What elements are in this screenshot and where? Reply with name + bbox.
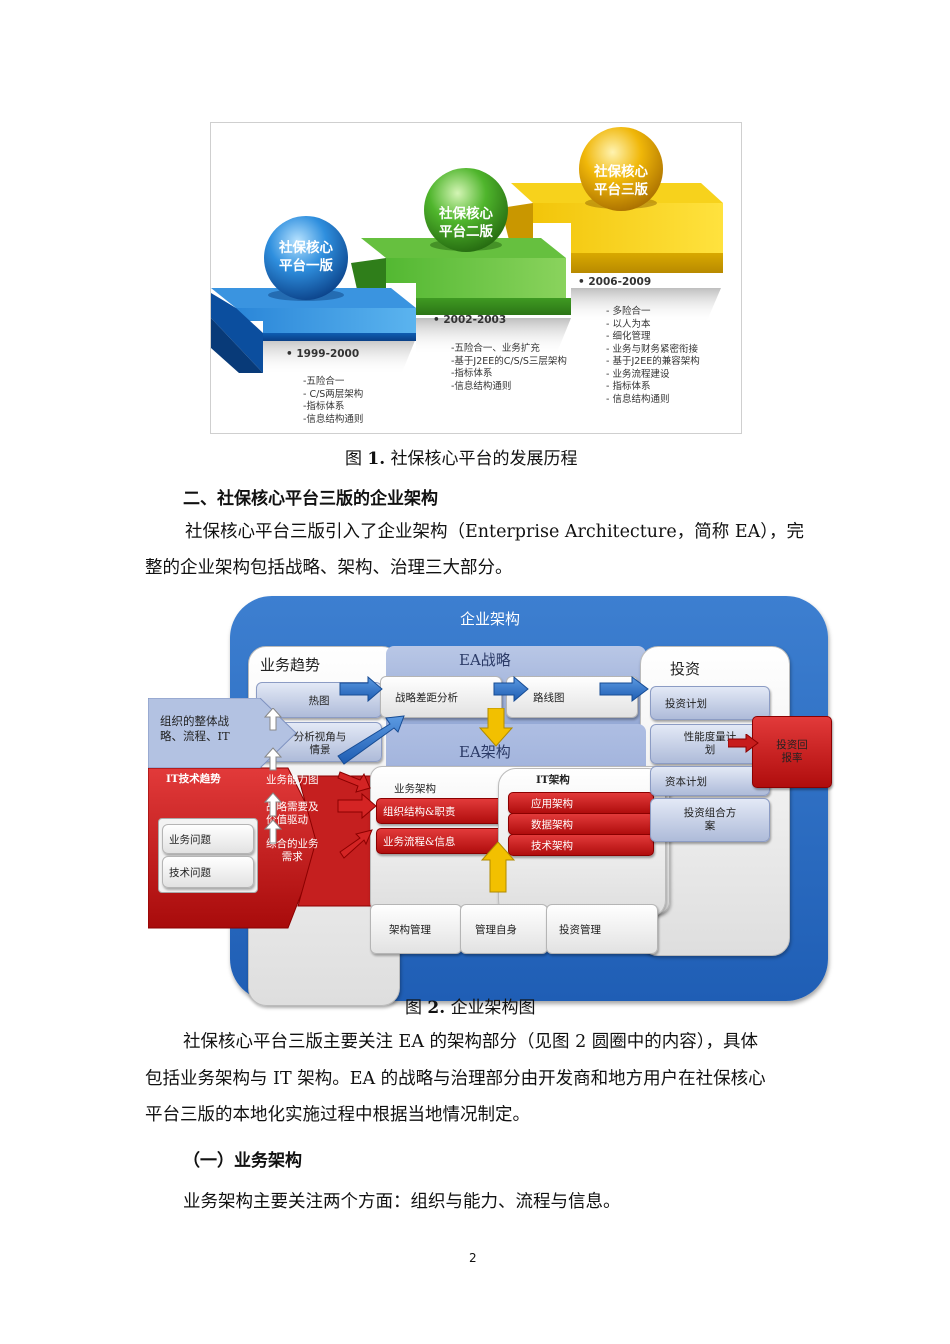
stage-1-title: 社保核心平台一版: [279, 240, 333, 274]
stage-3-period: • 2006-2009: [578, 276, 652, 288]
ea-architecture-label: EA架构: [459, 743, 511, 761]
paragraph-2-line-2: 包括业务架构与 IT 架构。EA 的战略与治理部分由开发商和地方用户在社保核心: [145, 1069, 766, 1089]
enterprise-architecture-title: 企业架构: [459, 609, 520, 628]
business-capability-label: 业务能力图: [266, 774, 319, 786]
investment-management-box: 投资管理: [546, 904, 658, 954]
business-process-info-box: 业务流程&信息: [376, 828, 522, 854]
org-strategy-label: 组织的整体战略、流程、IT: [160, 714, 230, 743]
figure-2-caption: 图 2. 企业架构图: [405, 998, 536, 1018]
strategy-gap-analysis-box: 战略差距分析: [380, 676, 502, 718]
integrated-requirement-label: 综合的业务需求: [266, 838, 319, 863]
investment-label: 投资: [670, 660, 701, 678]
investment-plan-box: 投资计划: [650, 686, 770, 720]
technical-architecture-box: 技术架构: [508, 834, 654, 856]
staircase-graphic: [211, 127, 723, 375]
stage-1-period: • 1999-2000: [286, 348, 360, 360]
portfolio-box: 投资组合方案: [650, 798, 770, 842]
strategic-need-label: 战略需要及价值驱动: [266, 801, 319, 826]
business-trend-label: 业务趋势: [260, 656, 321, 674]
paragraph-2-line-1: 社保核心平台三版主要关注 EA 的架构部分（见图 2 圆圈中的内容），具体: [183, 1032, 759, 1052]
stage-2-period: • 2002-2003: [433, 314, 507, 326]
it-trend-label: IT技术趋势: [166, 773, 221, 785]
stage-2-items: -五险合一、业务扩充-基于J2EE的C/S/S三层架构-指标体系-信息结构通则: [451, 343, 567, 392]
org-strategy-arrow: [148, 698, 297, 768]
down-arrow-yellow: [478, 708, 514, 747]
business-problem-box: 业务问题: [162, 824, 254, 854]
up-arrow-yellow: [480, 842, 516, 893]
section-heading-2: 二、社保核心平台三版的企业架构: [183, 489, 438, 509]
performance-measurement-box: 性能度量计划: [650, 724, 770, 764]
paragraph-1-line-2: 整的企业架构包括战略、架构、治理三大部分。: [145, 558, 513, 578]
figure-2-enterprise-architecture: 企业架构 业务趋势 EA战略 投资 EA架构 热图 分析视角与情景 IT技术趋势…: [148, 596, 838, 1010]
application-architecture-box: 应用架构: [508, 792, 654, 814]
ea-strategy-label: EA战略: [459, 651, 511, 669]
technical-problem-box: 技术问题: [162, 856, 254, 888]
data-architecture-box: 数据架构: [508, 813, 654, 835]
stage-2-title: 社保核心平台二版: [439, 206, 493, 240]
capital-plan-box: 资本计划: [650, 766, 770, 796]
page-number: 2: [469, 1251, 477, 1265]
figure-1-development-history: 社保核心平台一版 社保核心平台二版 社保核心平台三版 • 1999-2000 -…: [210, 122, 742, 434]
org-structure-duty-box: 组织结构&职责: [376, 798, 522, 824]
stage-3-title: 社保核心平台三版: [594, 164, 648, 198]
architecture-management-box: 架构管理: [370, 904, 462, 954]
business-architecture-label: 业务架构: [394, 783, 436, 795]
section-heading-3: （一）业务架构: [183, 1151, 302, 1171]
upward-arrows: [263, 708, 283, 844]
flow-arrows: [337, 676, 649, 765]
roi-box: 投资回报率: [752, 716, 832, 788]
self-management-box: 管理自身: [460, 904, 548, 954]
roi-arrow: [728, 734, 759, 753]
stage-3-items: - 多险合一- 以人为本- 细化管理- 业务与财务紧密衔接- 基于J2EE的兼容…: [606, 306, 700, 405]
it-architecture-label: IT架构: [536, 774, 570, 786]
red-connector-arrows: [337, 771, 377, 859]
paragraph-3: 业务架构主要关注两个方面：组织与能力、流程与信息。: [183, 1192, 621, 1212]
paragraph-1-line-1: 社保核心平台三版引入了企业架构（Enterprise Architecture，…: [185, 522, 804, 542]
figure-1-caption: 图 1. 社保核心平台的发展历程: [345, 449, 578, 469]
paragraph-2-line-3: 平台三版的本地化实施过程中根据当地情况制定。: [145, 1105, 530, 1125]
stage-1-items: -五险合一- C/S两层架构-指标体系-信息结构通则: [303, 376, 364, 425]
